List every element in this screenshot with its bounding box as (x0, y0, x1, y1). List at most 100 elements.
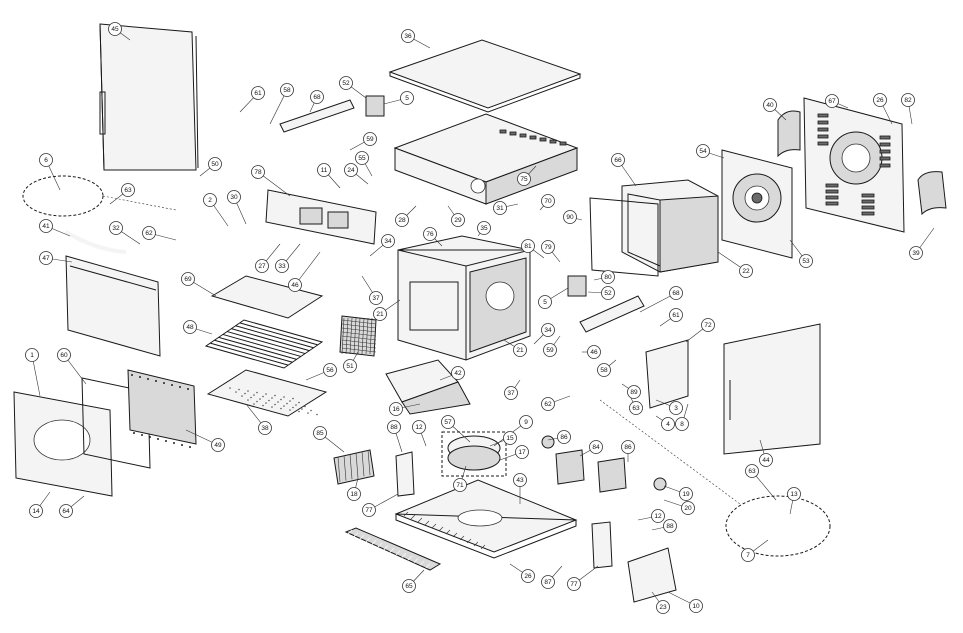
callout-88: 88 (387, 420, 403, 453)
callout-47: 47 (39, 251, 73, 265)
door-assembly (13, 369, 197, 497)
callout-20: 20 (663, 499, 695, 515)
mounting-bracket (645, 339, 689, 409)
callout-label: 54 (699, 148, 707, 155)
callout-label: 55 (358, 155, 366, 162)
callout-label: 2 (208, 197, 212, 204)
callout-label: 31 (496, 205, 504, 212)
callout-label: 77 (570, 581, 578, 588)
callout-78: 78 (251, 165, 291, 197)
callout-label: 1 (30, 352, 34, 359)
circuit-boards (395, 451, 677, 603)
callout-label: 58 (600, 367, 608, 374)
callout-label: 18 (350, 491, 358, 498)
relay-block (333, 449, 375, 485)
connector-strip (279, 99, 645, 333)
callout-66: 66 (611, 153, 637, 187)
callout-89: 89 (621, 383, 641, 399)
callout-label: 63 (124, 187, 132, 194)
callout-31: 31 (493, 201, 519, 215)
callout-label: 60 (60, 352, 68, 359)
wire-racks (204, 275, 328, 417)
callout-label: 85 (316, 430, 324, 437)
callout-63: 63 (109, 183, 135, 205)
callout-87: 87 (541, 565, 563, 589)
callout-65: 65 (402, 569, 425, 593)
callout-label: 68 (672, 290, 680, 297)
callout-67: 67 (825, 94, 849, 109)
callout-70: 70 (539, 194, 555, 211)
magnetron (365, 95, 667, 491)
callout-label: 63 (632, 405, 640, 412)
callout-label: 22 (742, 268, 750, 275)
callout-label: 11 (321, 167, 328, 174)
air-ducts (777, 110, 947, 216)
callout-label: 82 (904, 97, 912, 104)
callout-71: 71 (453, 465, 467, 492)
callout-64: 64 (59, 495, 85, 518)
callout-51: 51 (343, 351, 359, 373)
callout-1: 1 (25, 348, 41, 397)
control-panel (265, 189, 377, 245)
callout-69: 69 (181, 272, 217, 297)
callout-27: 27 (255, 243, 281, 273)
callout-label: 14 (32, 508, 40, 515)
callout-label: 53 (802, 258, 810, 265)
callout-90: 90 (563, 210, 583, 224)
callout-30: 30 (227, 190, 247, 225)
detail-ellipse-right (725, 495, 831, 557)
top-cover (388, 39, 582, 113)
callout-label: 46 (291, 282, 299, 289)
oven-cavity (397, 235, 531, 361)
callout-label: 87 (544, 579, 552, 586)
callout-19: 19 (663, 485, 693, 501)
callout-label: 13 (790, 491, 798, 498)
callout-label: 86 (560, 434, 568, 441)
callout-18: 18 (347, 477, 361, 501)
callout-label: 5 (405, 95, 409, 102)
waveguide-frames (589, 179, 719, 277)
detail-ellipse-left (22, 175, 104, 217)
callout-label: 62 (544, 401, 552, 408)
callout-52b: 52 (587, 286, 615, 300)
callout-label: 38 (261, 425, 269, 432)
front-rail (385, 359, 471, 415)
callout-label: 43 (516, 477, 524, 484)
callout-58b: 58 (597, 359, 617, 377)
callout-label: 16 (392, 406, 400, 413)
callout-62: 62 (142, 226, 177, 241)
filter-screen (339, 315, 377, 357)
callout-label: 52 (604, 290, 612, 297)
callout-21b: 21 (503, 339, 527, 357)
callout-label: 9 (524, 419, 528, 426)
callout-label: 88 (666, 523, 674, 530)
callout-label: 50 (211, 161, 219, 168)
callout-32: 32 (109, 221, 141, 245)
callout-label: 26 (876, 97, 884, 104)
callout-label: 23 (659, 604, 667, 611)
callout-label: 52 (342, 80, 350, 87)
callout-88b: 88 (651, 519, 677, 533)
callout-label: 44 (762, 457, 770, 464)
callout-61b: 61 (659, 308, 683, 327)
callout-41: 41 (39, 219, 71, 237)
callout-86b: 86 (621, 440, 635, 462)
callout-4: 4 (655, 415, 675, 431)
callout-label: 19 (682, 491, 690, 498)
callout-59: 59 (349, 132, 377, 151)
callout-23: 23 (651, 591, 670, 614)
callout-39: 39 (909, 227, 935, 260)
callout-label: 78 (254, 169, 262, 176)
callout-68: 68 (309, 90, 324, 113)
door-outer (65, 255, 161, 357)
callout-10: 10 (667, 591, 703, 613)
callout-label: 89 (630, 389, 638, 396)
callout-34b: 34 (533, 323, 555, 345)
callout-label: 72 (704, 322, 712, 329)
callout-35: 35 (477, 221, 491, 237)
callout-label: 32 (112, 225, 120, 232)
callout-label: 75 (520, 176, 528, 183)
bottom-grille (344, 527, 442, 571)
